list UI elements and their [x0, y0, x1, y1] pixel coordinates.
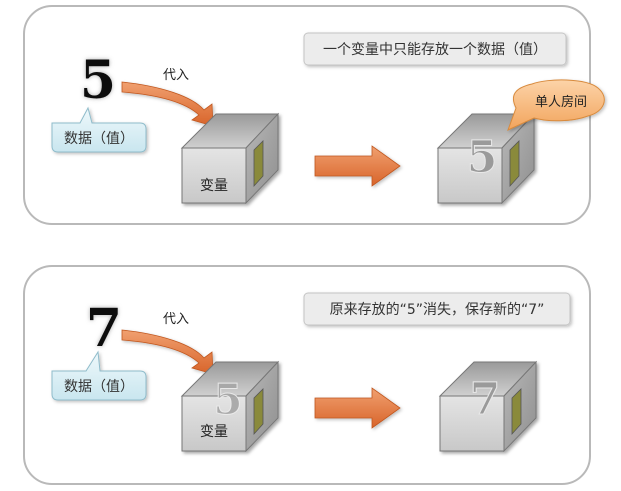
panel-top-result-box-door [509, 140, 520, 188]
panel-bottom-result-digit: 7 [470, 374, 501, 425]
panel-top-note-text: 一个变量中只能存放一个数据（值） [323, 42, 547, 58]
panel-top-digit: 5 [80, 50, 116, 111]
panel-bottom-note [303, 292, 571, 326]
panel-bottom-assign-arrow [121, 329, 214, 375]
panel-top-assign-arrow [121, 81, 214, 127]
panel-top: 一个变量中只能存放一个数据（值） 5 数据（值） 代入 变量 5 [23, 5, 605, 225]
panel-bottom-result-arrow [314, 387, 401, 429]
panel-bottom-variable-box [180, 360, 280, 453]
panel-top-data-callout-text: 数据（值） [64, 131, 134, 147]
panel-bottom-box-label: 变量 [200, 424, 228, 440]
panel-bottom-digit: 7 [86, 298, 122, 359]
panel-bottom-result-box [438, 360, 538, 453]
panel-top-result-digit: 5 [467, 132, 498, 183]
panel-top-room-callout-text: 单人房间 [535, 94, 587, 110]
panel-top-result-box [436, 112, 536, 205]
panel-bottom-box-door [253, 388, 264, 436]
panel-bottom-data-callout [51, 350, 147, 401]
panel-bottom-note-text: 原来存放的“5”消失，保存新的“7” [330, 302, 545, 318]
panel-top-box-label: 变量 [200, 178, 228, 194]
panel-top-variable-box [180, 112, 280, 205]
panel-bottom-arrow-label: 代入 [163, 312, 189, 327]
panel-top-arrow-label: 代入 [163, 68, 189, 83]
panel-top-data-callout [51, 106, 147, 153]
panel-top-result-arrow [314, 145, 401, 187]
panel-bottom-box-old-digit: 5 [213, 375, 242, 424]
panel-bottom-data-callout-text: 数据（值） [64, 379, 134, 395]
panel-top-note [303, 32, 567, 66]
panel-bottom: 原来存放的“5”消失，保存新的“7” 7 数据（值） 代入 5 变量 7 [23, 265, 591, 485]
panel-top-box-door [253, 140, 264, 188]
panel-top-room-callout [507, 79, 605, 131]
panel-bottom-result-box-door [511, 388, 522, 436]
